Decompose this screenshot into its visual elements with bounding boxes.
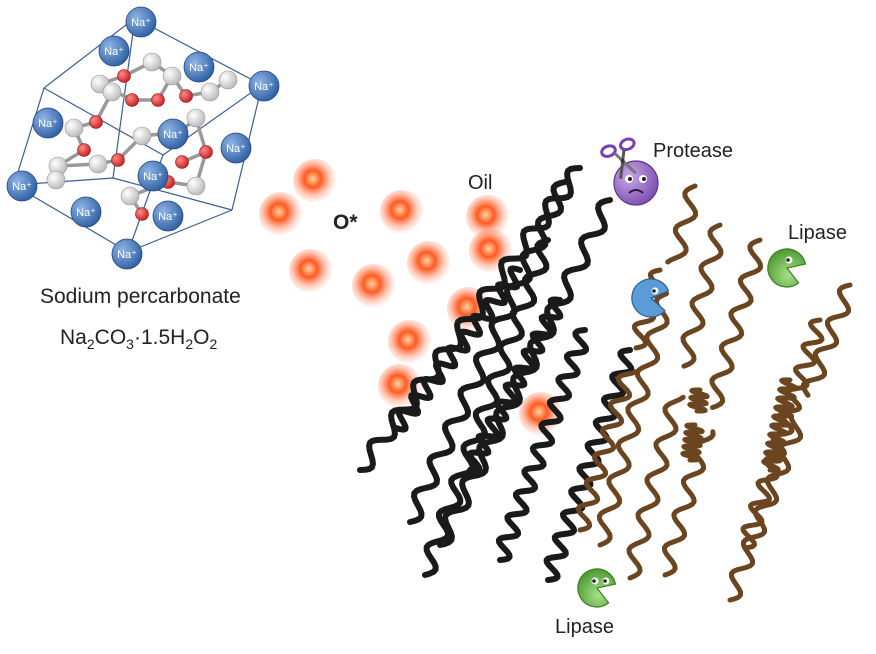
soil-strand — [680, 387, 710, 463]
soil-strand — [626, 222, 724, 581]
compound-name-label: Sodium percarbonate — [40, 285, 241, 308]
oxygen-atom — [125, 93, 139, 107]
sodium-ion: Na⁺ — [183, 51, 215, 83]
sodium-ion: Na⁺ — [157, 118, 189, 150]
sodium-ion: Na⁺ — [98, 35, 130, 67]
carbon-atom — [132, 126, 152, 146]
lipase-pacman-icon — [577, 568, 617, 608]
carbon-atom — [218, 70, 238, 90]
sodium-ion: Na⁺ — [70, 196, 102, 228]
lipase-label-bottom: Lipase — [555, 616, 614, 638]
oxygen-radical — [388, 320, 432, 364]
sodium-ion-label: Na⁺ — [104, 46, 124, 58]
sodium-ion: Na⁺ — [248, 70, 280, 102]
sodium-ion-label: Na⁺ — [226, 143, 246, 155]
sodium-ion-label: Na⁺ — [117, 249, 137, 261]
cell-edge — [43, 17, 136, 89]
blue-enzyme-icon — [631, 278, 670, 318]
cell-edge — [112, 177, 233, 211]
carbon-atom — [120, 186, 140, 206]
carbon-atom — [186, 108, 206, 128]
oxygen-atom — [77, 143, 91, 157]
oil-strand — [466, 296, 564, 474]
oxygen-radical — [289, 249, 333, 293]
oxygen-atom — [199, 145, 213, 159]
sodium-ion: Na⁺ — [152, 200, 184, 232]
oxygen-radical — [293, 159, 337, 203]
oxygen-atom — [111, 153, 125, 167]
soil-strand — [727, 282, 853, 603]
sodium-ions: Na⁺ Na⁺ Na⁺ Na⁺ Na⁺ Na⁺ Na⁺ Na⁺ Na⁺ Na⁺ Na⁺ Na⁺ — [6, 6, 280, 270]
carbon-atom — [186, 176, 206, 196]
cell-edge — [13, 87, 45, 186]
lipase-pacman-icon — [767, 248, 807, 288]
sodium-ion: Na⁺ — [6, 170, 38, 202]
carbon-atom — [200, 82, 220, 102]
scissors-icon — [600, 137, 637, 179]
sodium-ion-label: Na⁺ — [163, 129, 183, 141]
protease-enzyme — [600, 137, 659, 206]
sodium-ion: Na⁺ — [137, 160, 169, 192]
cell-edge — [127, 209, 233, 253]
soil-strand — [596, 183, 699, 548]
lipase-label-top: Lipase — [788, 222, 847, 244]
carbon-atom — [102, 82, 122, 102]
oil-strand — [543, 347, 635, 583]
oil-strand — [437, 197, 613, 548]
protease-label: Protease — [653, 140, 734, 162]
sodium-ion-label: Na⁺ — [189, 62, 209, 74]
sodium-ion-label: Na⁺ — [131, 17, 151, 29]
chemical-formula: Na2CO3·1.5H2O2 — [60, 326, 218, 353]
sodium-ion: Na⁺ — [220, 132, 252, 164]
oil-strand — [357, 165, 583, 473]
oxygen-atom — [151, 93, 165, 107]
oxygen-atom — [179, 89, 193, 103]
oxygen-atom — [117, 69, 131, 83]
sodium-ion-label: Na⁺ — [254, 81, 274, 93]
cell-edge — [134, 17, 263, 86]
carbon-atom — [88, 154, 108, 174]
oxygen-radical — [407, 241, 451, 285]
oxygen-radical — [466, 195, 510, 239]
oxygen-radical — [380, 190, 424, 234]
oxygen-radical-label: O* — [333, 211, 358, 234]
carbon-atom — [142, 52, 162, 72]
sodium-ion: Na⁺ — [111, 238, 143, 270]
oil-strand — [393, 265, 523, 433]
sodium-ion-label: Na⁺ — [143, 171, 163, 183]
oxygen-radical — [469, 229, 513, 273]
carbon-atom — [46, 170, 66, 190]
stain-strands — [357, 165, 853, 603]
oxygen-atom — [175, 155, 189, 169]
carbon-atom — [64, 118, 84, 138]
sodium-ion: Na⁺ — [125, 6, 157, 38]
oil-strand — [422, 237, 551, 578]
soil-strand — [761, 377, 799, 473]
crystal-unit-cell: Na⁺ Na⁺ Na⁺ Na⁺ Na⁺ Na⁺ Na⁺ Na⁺ Na⁺ Na⁺ Na⁺ Na⁺ — [6, 6, 280, 270]
sodium-ion-label: Na⁺ — [12, 181, 32, 193]
oxygen-radical — [259, 192, 303, 236]
cell-edge — [112, 17, 136, 179]
carbon-atom — [162, 66, 182, 86]
oxygen-atom — [135, 207, 149, 221]
oxygen-atom — [89, 115, 103, 129]
oxygen-radical — [352, 264, 396, 308]
oil-label: Oil — [468, 172, 493, 194]
sodium-ion-label: Na⁺ — [76, 207, 96, 219]
protease-face-icon — [613, 160, 659, 206]
sodium-ion-label: Na⁺ — [38, 118, 58, 130]
oil-strand — [495, 327, 590, 563]
sodium-ion: Na⁺ — [32, 107, 64, 139]
sodium-ion-label: Na⁺ — [158, 211, 178, 223]
